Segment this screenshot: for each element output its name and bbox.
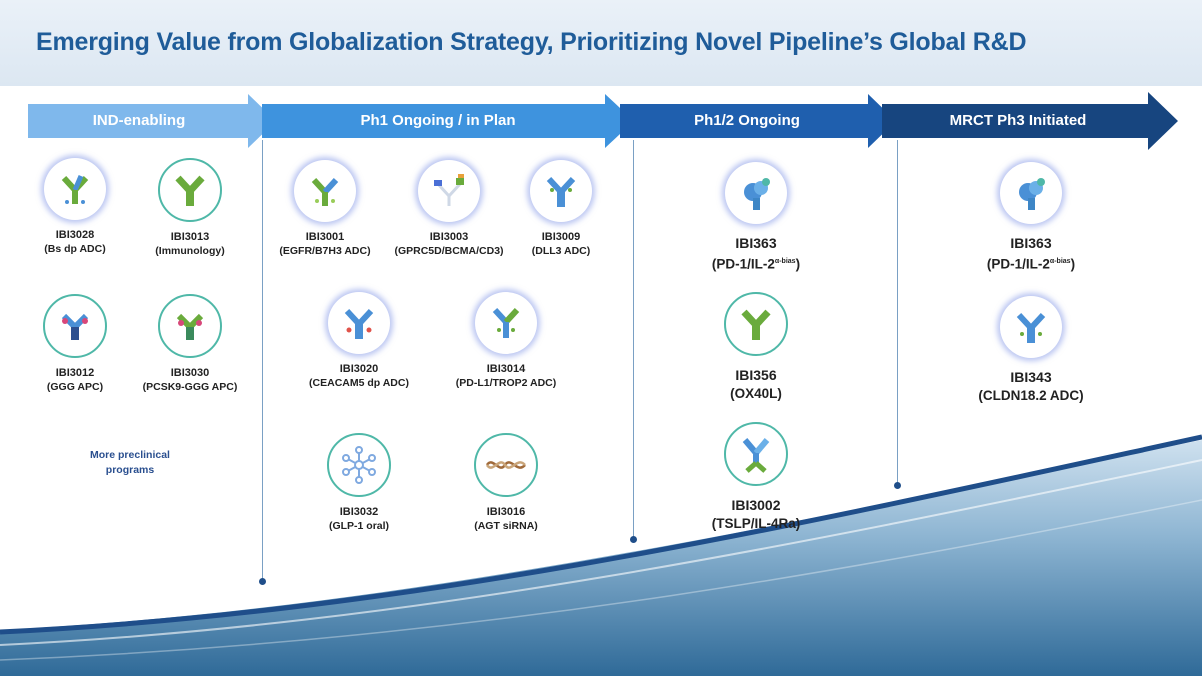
program-code: IBI3002 [731,497,781,513]
fusion-protein-icon [1000,162,1062,224]
program-card: IBI343 (CLDN18.2 ADC) [951,296,1111,406]
program-card: IBI363 (PD-1/IL-2α-bias) [951,162,1111,275]
program-card: IBI356 (OX40L) [676,292,836,404]
program-target: (Bs dp ADC) [44,243,106,255]
program-card: IBI3028 (Bs dp ADC) [0,158,155,256]
program-code: IBI3016 [486,506,526,518]
stage-label-ph1: Ph1 Ongoing / in Plan [360,111,516,129]
bispecific-adc-icon [294,160,356,222]
program-card: IBI363 (PD-1/IL-2α-bias) [676,162,836,275]
program-target: (Immunology) [155,245,225,257]
program-code: IBI3032 [339,506,379,518]
program-target: (CEACAM5 dp ADC) [309,377,409,389]
apc-icon [43,294,107,358]
program-card: IBI3009 (DLL3 ADC) [481,160,641,258]
antibody-icon [724,292,788,356]
program-card: IBI3002 (TSLP/IL-4Ra) [676,422,836,534]
program-card: IBI3001 (EGFR/B7H3 ADC) [245,160,405,258]
stage-label-ph12: Ph1/2 Ongoing [694,111,800,129]
page-title: Emerging Value from Globalization Strate… [36,28,1027,56]
fusion-protein-icon [725,162,787,224]
bispecific-adc-icon [475,292,537,354]
program-code: IBI343 [1010,369,1052,385]
stage-arrow-ph1 [262,94,634,148]
program-code: IBI363 [1010,235,1052,251]
program-card: IBI3014 (PD-L1/TROP2 ADC) [426,292,586,390]
apc-icon [158,294,222,358]
adc-icon [530,160,592,222]
program-card: IBI3003 (GPRC5D/BCMA/CD3) [369,160,529,258]
adc-icon [1000,296,1062,358]
program-target: (PD-1/IL-2α-bias) [986,256,1076,272]
divider-ph12-ph3 [897,140,898,484]
stage-arrow-ph3 [882,92,1178,150]
program-code: IBI3003 [429,231,469,243]
title-band [0,0,1202,86]
program-code: IBI3012 [55,367,95,379]
program-code: IBI3020 [339,363,379,375]
program-code: IBI363 [735,235,777,251]
program-code: IBI3014 [486,363,526,375]
program-card: IBI3012 (GGG APC) [0,294,155,394]
more-preclinical-note: More preclinical programs [90,449,170,476]
program-target: (TSLP/IL-4Ra) [711,516,801,531]
program-target: (PCSK9-GGG APC) [142,381,238,393]
program-target: (CLDN18.2 ADC) [978,388,1084,403]
bispecific-antibody-icon [724,422,788,486]
program-card: IBI3032 (GLP-1 oral) [279,433,439,533]
program-target: (DLL3 ADC) [531,245,591,257]
stage-arrow-ph12 [620,94,896,148]
adc-icon [328,292,390,354]
program-target: (AGT siRNA) [474,520,538,532]
program-target: (PD-L1/TROP2 ADC) [455,377,557,389]
program-code: IBI3028 [55,229,95,241]
divider-dot [259,578,266,585]
stage-label-ph3: MRCT Ph3 Initiated [949,111,1087,129]
program-card: IBI3030 (PCSK9-GGG APC) [110,294,270,394]
program-target: (EGFR/B7H3 ADC) [279,245,371,257]
divider-ind-ph1 [262,140,263,580]
bispecific-adc-icon [44,158,106,220]
antibody-icon [158,158,222,222]
program-code: IBI3030 [170,367,210,379]
program-code: IBI356 [735,367,777,383]
divider-ph1-ph12 [633,140,634,538]
program-target: (PD-1/IL-2α-bias) [711,256,801,272]
program-card: IBI3013 (Immunology) [110,158,270,258]
stage-label-ind: IND-enabling [92,111,186,129]
program-target: (OX40L) [730,386,782,401]
stage-arrow-ind [28,94,276,148]
program-code: IBI3009 [541,231,581,243]
stage-arrows [28,92,1178,150]
program-card: IBI3020 (CEACAM5 dp ADC) [279,292,439,390]
small-molecule-icon [327,433,391,497]
divider-dot [630,536,637,543]
program-target: (GLP-1 oral) [328,520,390,532]
program-code: IBI3001 [305,231,345,243]
divider-dot [894,482,901,489]
program-target: (GGG APC) [46,381,104,393]
program-target: (GPRC5D/BCMA/CD3) [394,245,504,257]
program-code: IBI3013 [170,231,210,243]
sirna-icon [474,433,538,497]
trispecific-icon [418,160,480,222]
program-card: IBI3016 (AGT siRNA) [426,433,586,533]
